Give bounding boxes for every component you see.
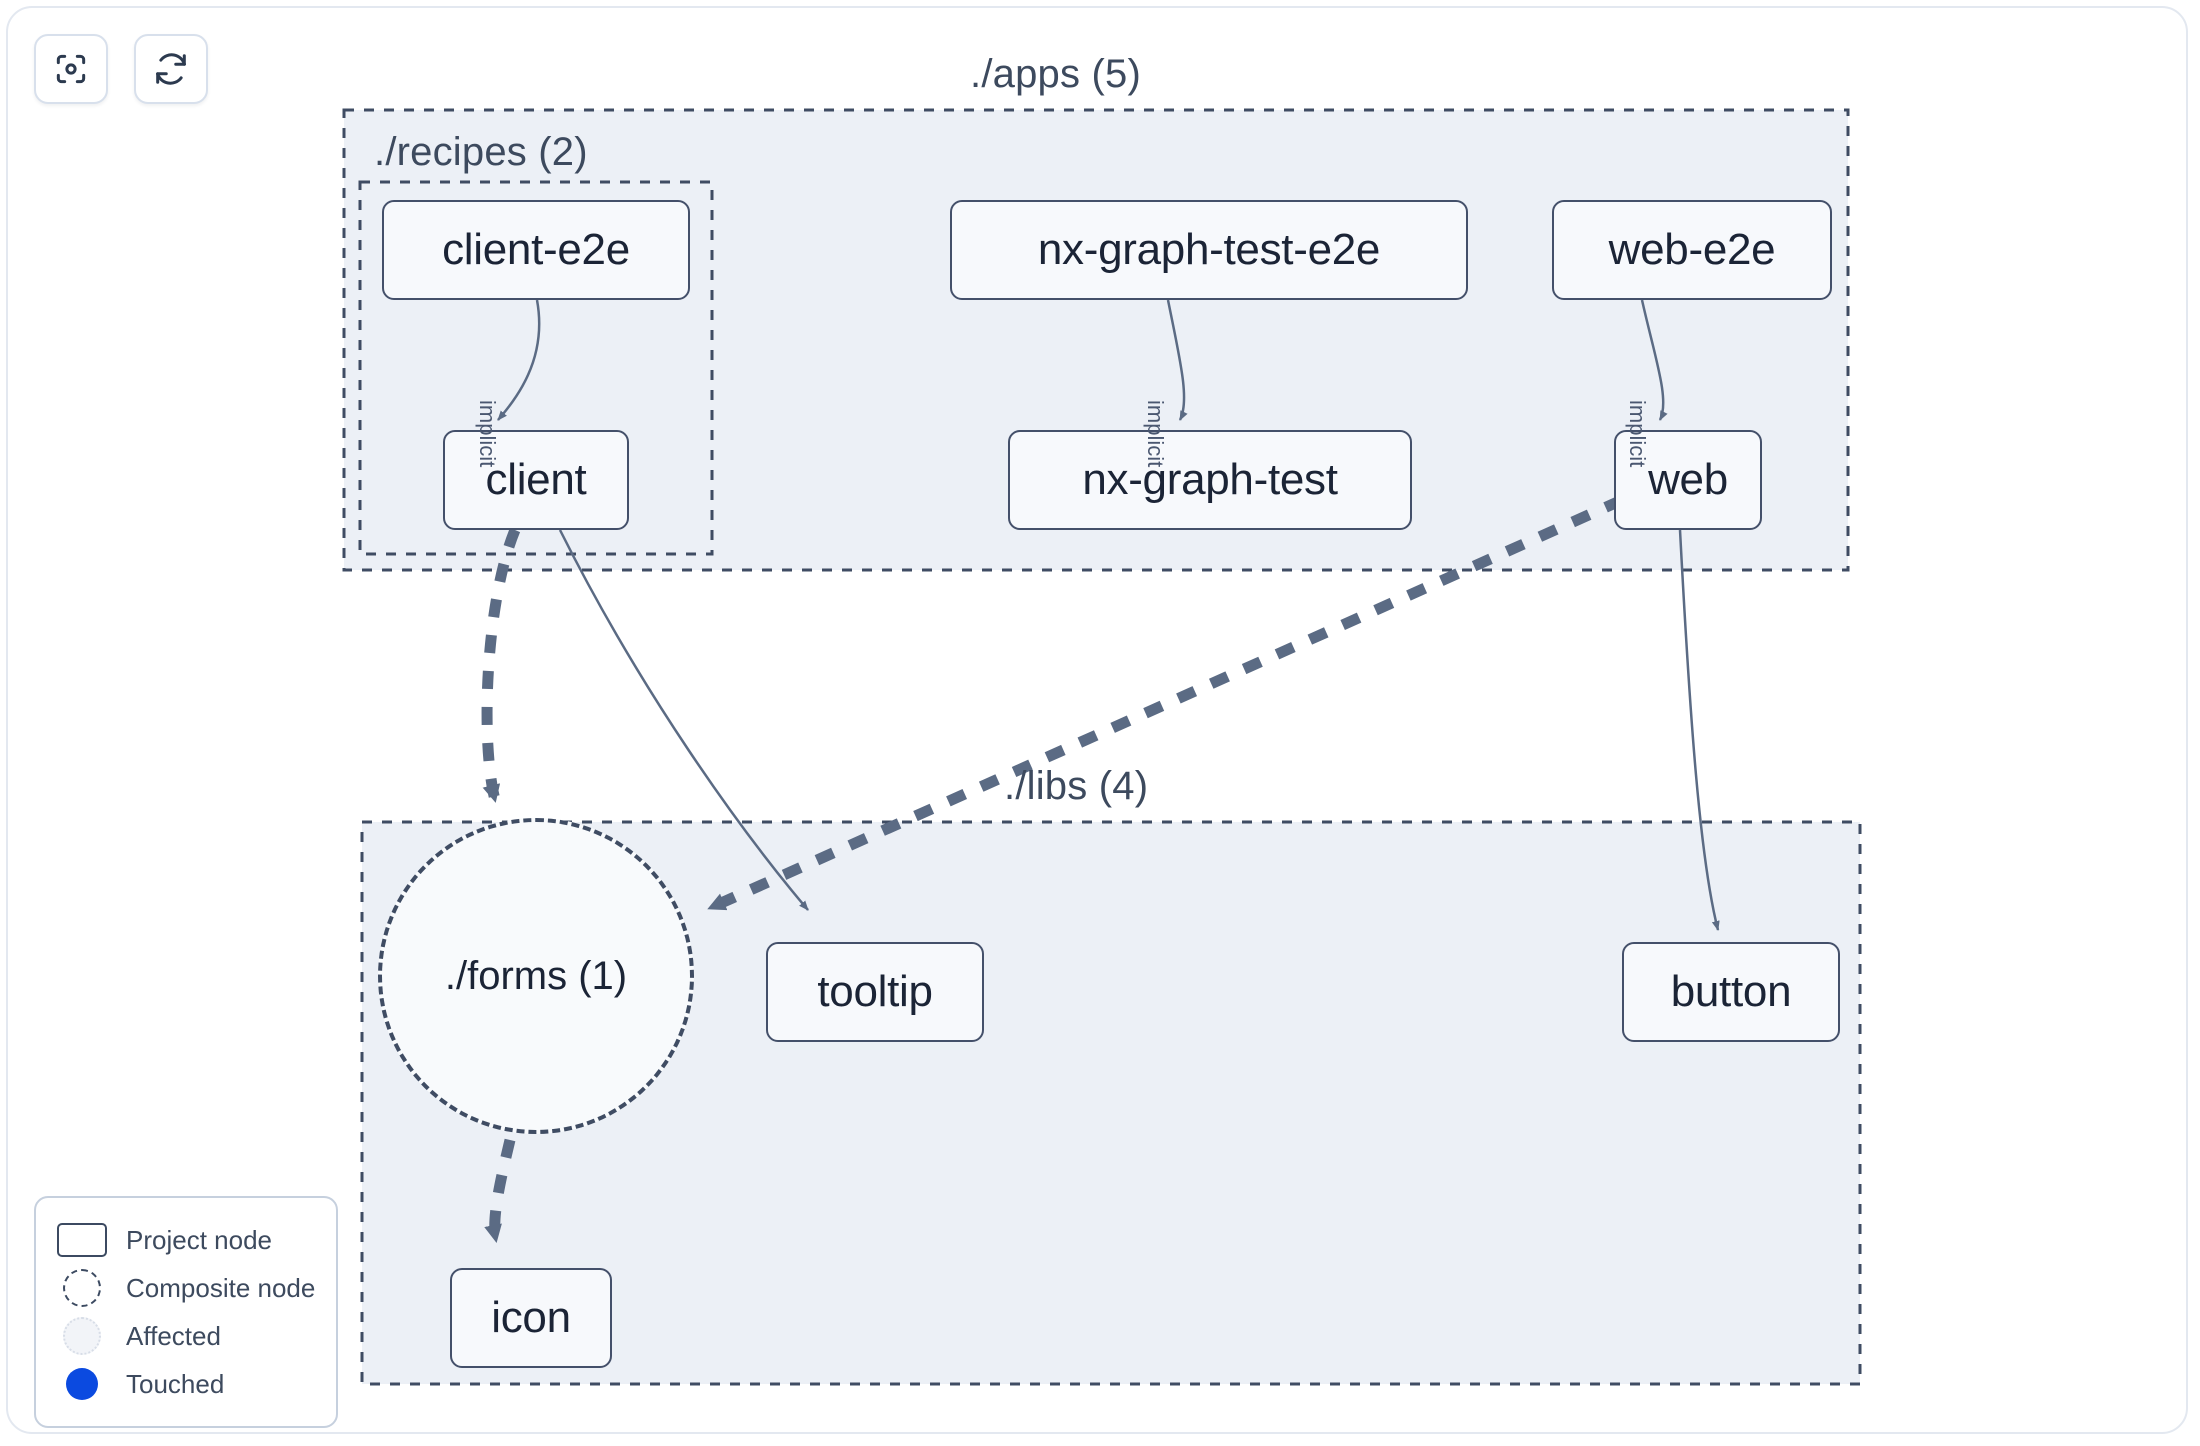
edge-client-e2e-to-client[interactable] — [497, 299, 541, 421]
edge-client-to-tooltip[interactable] — [558, 529, 809, 911]
legend-label-affected: Affected — [126, 1320, 221, 1351]
legend-item-touched: Touched — [56, 1360, 316, 1408]
legend-label-touched: Touched — [126, 1368, 225, 1399]
graph-legend: Project node Composite node Affected Tou… — [34, 1196, 338, 1428]
edge-forms-to-icon[interactable] — [484, 1138, 516, 1243]
touched-swatch — [56, 1368, 108, 1400]
edge-label-client-e2e-implicit: implicit — [475, 400, 500, 468]
legend-item-project-node: Project node — [56, 1216, 316, 1264]
group-label-apps: ./apps (5) — [970, 52, 1141, 96]
group-label-libs: ./libs (4) — [1004, 764, 1149, 808]
node-tooltip[interactable]: tooltip — [766, 942, 984, 1042]
graph-toolbar — [34, 34, 208, 104]
node-forms-composite[interactable]: ./forms (1) — [378, 818, 694, 1134]
project-node-swatch — [56, 1223, 108, 1257]
legend-label-project-node: Project node — [126, 1224, 272, 1255]
node-nx-graph-test-e2e[interactable]: nx-graph-test-e2e — [950, 200, 1468, 300]
node-icon[interactable]: icon — [450, 1268, 612, 1368]
edge-label-web-e2e-implicit: implicit — [1625, 400, 1650, 468]
focus-graph-button[interactable] — [34, 34, 108, 104]
composite-node-swatch — [56, 1269, 108, 1307]
node-client[interactable]: client — [443, 430, 629, 530]
edge-nx-graph-test-e2e-to-nx-graph-test[interactable] — [1166, 299, 1188, 421]
legend-label-composite-node: Composite node — [126, 1272, 316, 1303]
legend-item-composite-node: Composite node — [56, 1264, 316, 1312]
refresh-icon — [156, 53, 186, 85]
node-web[interactable]: web — [1614, 430, 1762, 530]
edge-web-e2e-to-web[interactable] — [1640, 299, 1668, 421]
node-nx-graph-test[interactable]: nx-graph-test — [1008, 430, 1412, 530]
edge-web-to-forms[interactable] — [707, 494, 1625, 914]
focus-target-icon — [56, 54, 86, 84]
affected-swatch — [56, 1317, 108, 1355]
legend-item-affected: Affected — [56, 1312, 316, 1360]
edge-label-nx-graph-test-e2e-implicit: implicit — [1143, 400, 1168, 468]
group-label-recipes: ./recipes (2) — [374, 130, 588, 174]
node-button[interactable]: button — [1622, 942, 1840, 1042]
node-web-e2e[interactable]: web-e2e — [1552, 200, 1832, 300]
edge-web-to-button[interactable] — [1678, 529, 1720, 931]
node-client-e2e[interactable]: client-e2e — [382, 200, 690, 300]
refresh-graph-button[interactable] — [134, 34, 208, 104]
